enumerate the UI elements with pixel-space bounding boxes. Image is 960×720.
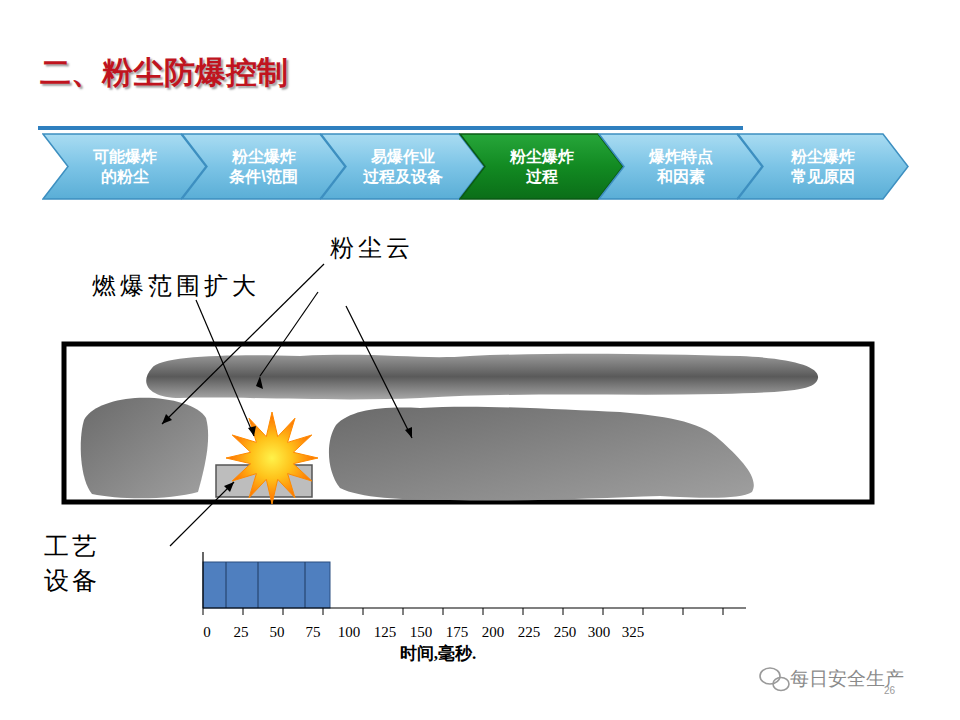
axis-tick xyxy=(323,608,324,615)
chevron-text-area: 可能爆炸 的粉尘 xyxy=(68,133,181,200)
axis-tick xyxy=(523,608,524,615)
top-rule xyxy=(38,126,743,130)
callout-label: 粉尘云 xyxy=(330,232,414,264)
slide-title: 二、粉尘防爆控制 xyxy=(40,52,288,94)
axis-tick xyxy=(243,608,244,615)
chevron-shape xyxy=(181,133,346,200)
process-step-chevron: 爆炸特点 和因素 xyxy=(598,133,763,200)
chevron-text-area: 易爆作业 过程及设备 xyxy=(346,133,459,200)
axis-tick xyxy=(483,608,484,615)
process-step-chevron: 可能爆炸 的粉尘 xyxy=(42,133,207,200)
chevron-shape xyxy=(459,133,624,200)
axis-tick-label: 100 xyxy=(338,622,361,642)
time-axis xyxy=(202,552,203,608)
chevron-shape xyxy=(460,134,623,199)
time-bar-dividers xyxy=(226,562,305,608)
axis-tick xyxy=(563,608,564,615)
explosion-star xyxy=(226,412,318,504)
step-label: 爆炸特点 和因素 xyxy=(636,147,726,187)
step-label: 粉尘爆炸 过程 xyxy=(497,147,587,187)
chevron-shape xyxy=(598,133,763,200)
process-step-chevron: 粉尘爆炸 常见原因 xyxy=(737,133,909,200)
axis-tick-label: 300 xyxy=(588,622,611,642)
axis-ticks xyxy=(203,608,723,615)
process-step-chevron: 易爆作业 过程及设备 xyxy=(320,133,485,200)
axis-tick-label: 200 xyxy=(482,622,505,642)
axis-tick-label: 325 xyxy=(622,622,645,642)
axis-tick-label: 75 xyxy=(306,622,321,642)
time-bar xyxy=(203,562,330,608)
chevron-text-area: 粉尘爆炸 常见原因 xyxy=(763,133,883,200)
chevron-shape xyxy=(182,134,345,199)
chevron-text-area: 粉尘爆炸 过程 xyxy=(485,133,598,200)
step-label: 粉尘爆炸 常见原因 xyxy=(778,147,868,187)
chevron-shape xyxy=(320,133,485,200)
axis-tick xyxy=(363,608,364,615)
step-label: 可能爆炸 的粉尘 xyxy=(80,147,170,187)
dust-cloud xyxy=(329,407,754,501)
callout-label: 工艺 设备 xyxy=(44,530,119,598)
dust-cloud xyxy=(81,398,208,499)
process-step-chevron: 粉尘爆炸 过程 xyxy=(459,133,624,200)
chevron-text-area: 粉尘爆炸 条件\范围 xyxy=(207,133,320,200)
chevron-shape xyxy=(43,134,206,199)
axis-tick xyxy=(723,608,724,615)
chevron-shape xyxy=(737,133,909,200)
chevron-shape xyxy=(599,134,762,199)
axis-tick-label: 125 xyxy=(374,622,397,642)
axis-tick-label: 150 xyxy=(410,622,433,642)
axis-tick-label: 250 xyxy=(554,622,577,642)
axis-tick-label: 0 xyxy=(203,622,211,642)
axis-tick-label: 175 xyxy=(446,622,469,642)
axis-tick xyxy=(643,608,644,615)
process-step-chevron: 粉尘爆炸 条件\范围 xyxy=(181,133,346,200)
leader-heads xyxy=(162,376,412,492)
axis-tick xyxy=(683,608,684,615)
axis-tick xyxy=(403,608,404,615)
watermark-icon xyxy=(760,668,789,691)
explosion-star xyxy=(226,412,318,504)
axis-tick xyxy=(603,608,604,615)
axis-tick xyxy=(283,608,284,615)
chevron-shape xyxy=(738,134,908,199)
dust-cloud xyxy=(146,354,818,400)
step-label: 易爆作业 过程及设备 xyxy=(358,147,448,187)
axis-tick xyxy=(203,608,204,615)
time-axis xyxy=(203,607,746,608)
axis-tick xyxy=(443,608,444,615)
chevron-shape xyxy=(321,134,484,199)
axis-title: 时间,毫秒. xyxy=(400,643,477,666)
axis-tick-label: 225 xyxy=(518,622,541,642)
callout-label: 燃爆范围扩大 xyxy=(92,270,260,302)
step-label: 粉尘爆炸 条件\范围 xyxy=(219,147,309,187)
chevron-shape xyxy=(42,133,207,200)
axis-tick-label: 25 xyxy=(234,622,249,642)
leader-lines xyxy=(162,264,412,546)
page-number: 26 xyxy=(884,684,895,698)
chamber-outline xyxy=(64,344,872,502)
chevron-text-area: 爆炸特点 和因素 xyxy=(624,133,737,200)
axis-tick-label: 50 xyxy=(270,622,285,642)
